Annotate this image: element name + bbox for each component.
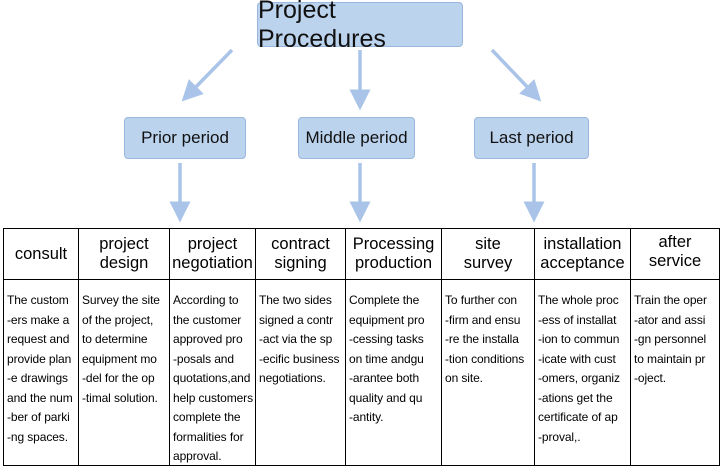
procedure-table: consult The custom -ers make a request a… <box>3 228 720 466</box>
step-header: project design <box>99 235 149 272</box>
arrow-title-to-prior <box>181 48 234 102</box>
step-header: consult <box>14 244 68 263</box>
step-header: project negotiation <box>172 235 253 272</box>
step-header: site survey <box>463 235 513 272</box>
step-column: consult The custom -ers make a request a… <box>3 228 78 466</box>
diagram-title: Project Procedures <box>257 0 463 53</box>
step-column: project design Survey the site of the pr… <box>78 228 169 466</box>
step-header: installation acceptance <box>540 235 625 272</box>
phase-middle: Middle period <box>298 117 415 159</box>
step-header: contract signing <box>271 235 330 272</box>
arrow-title-to-last <box>490 48 542 102</box>
phase-last: Last period <box>474 117 589 159</box>
table-header-divider <box>3 279 720 280</box>
step-column: Processing production Complete the equip… <box>345 228 441 466</box>
step-description: The custom -ers make a request and provi… <box>7 293 73 444</box>
step-column: site survey To further con -firm and ens… <box>441 228 534 466</box>
step-description: To further con -firm and ensu -re the in… <box>445 293 525 385</box>
step-description: According to the customer approved pro -… <box>173 293 253 463</box>
step-column: after service Train the oper -ator and a… <box>630 228 720 466</box>
table-bottom-border <box>3 465 720 466</box>
step-column: installation acceptance The whole proc -… <box>534 228 630 466</box>
step-column: project negotiation According to the cus… <box>169 228 255 466</box>
step-header: Processing production <box>352 235 435 272</box>
step-header: after service <box>648 233 702 270</box>
step-description: Train the oper -ator and assi -gn person… <box>634 293 707 385</box>
table-top-border <box>3 228 720 229</box>
step-description: The two sides signed a contr -act via th… <box>259 293 340 385</box>
step-description: Complete the equipment pro -cessing task… <box>349 293 425 424</box>
phase-prior: Prior period <box>124 117 246 159</box>
step-column: contract signing The two sides signed a … <box>255 228 345 466</box>
step-description: Survey the site of the project, to deter… <box>82 293 160 405</box>
step-description: The whole proc -ess of installat -ion to… <box>538 293 620 444</box>
